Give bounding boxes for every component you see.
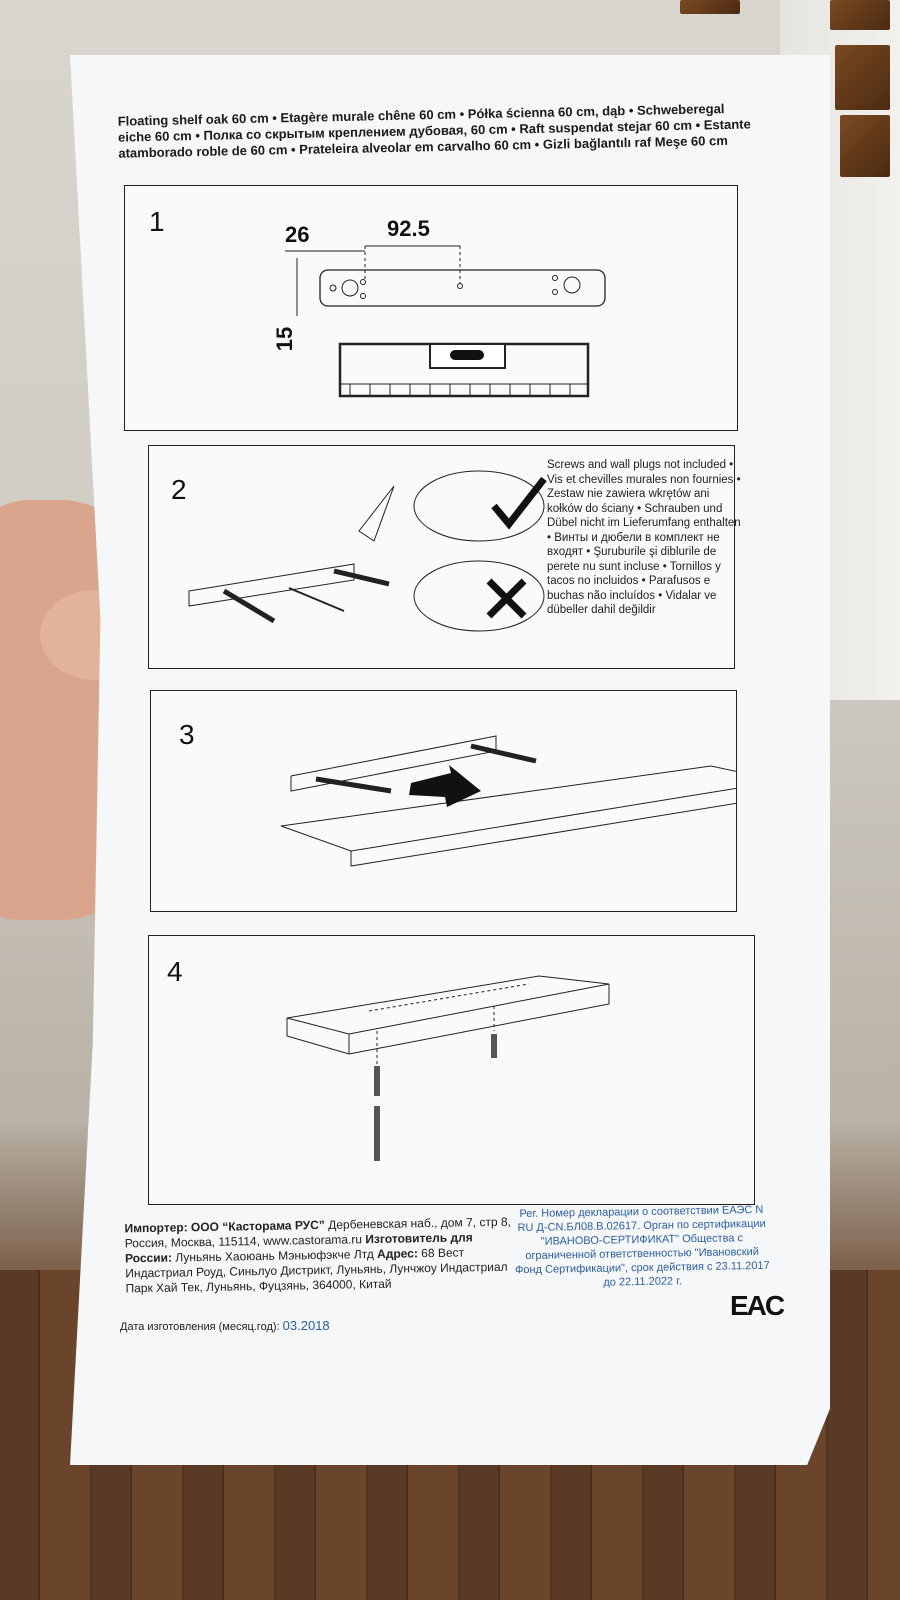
shelf-slide-illustration (280, 735, 736, 867)
step-number: 4 (167, 956, 183, 987)
wall-shelf-block (840, 115, 890, 177)
step-number: 2 (171, 474, 187, 505)
wall-shelf-block (680, 0, 740, 14)
date-value: 03.2018 (282, 1318, 330, 1333)
step-number: 1 (149, 206, 165, 237)
eac-mark: EAC (730, 1290, 785, 1321)
manufacture-date: Дата изготовления (месяц.год): 03.2018 (120, 1318, 330, 1333)
screws-not-included-note: Screws and wall plugs not included • Vis… (547, 459, 741, 616)
address-label: Адрес: (376, 1246, 419, 1262)
bracket-mounting-illustration (188, 470, 547, 632)
importer-info: Импортер: ООО “Касторама РУС” Дербеневск… (124, 1215, 515, 1297)
step-3-panel: 3 (150, 690, 737, 912)
step-2-panel: 2 Screws and wall plugs not included • V… (148, 445, 741, 669)
screw-fixing-illustration (286, 975, 610, 1161)
wall-shelf-block (835, 45, 890, 110)
bracket-level-illustration (285, 245, 606, 398)
step-number: 3 (179, 719, 195, 750)
date-label: Дата изготовления (месяц.год): (120, 1321, 280, 1333)
dimension-label: 92.5 (387, 216, 430, 241)
step-1-panel: 1 26 92.5 15 (124, 185, 738, 431)
wall-shelf-block (830, 0, 890, 30)
dimension-label: 15 (272, 326, 298, 352)
dimension-label: 26 (285, 222, 310, 247)
certification-declaration: Рег. Номер декларации о соответствии ЕАЭ… (514, 1203, 770, 1289)
step-4-panel: 4 (148, 935, 755, 1205)
